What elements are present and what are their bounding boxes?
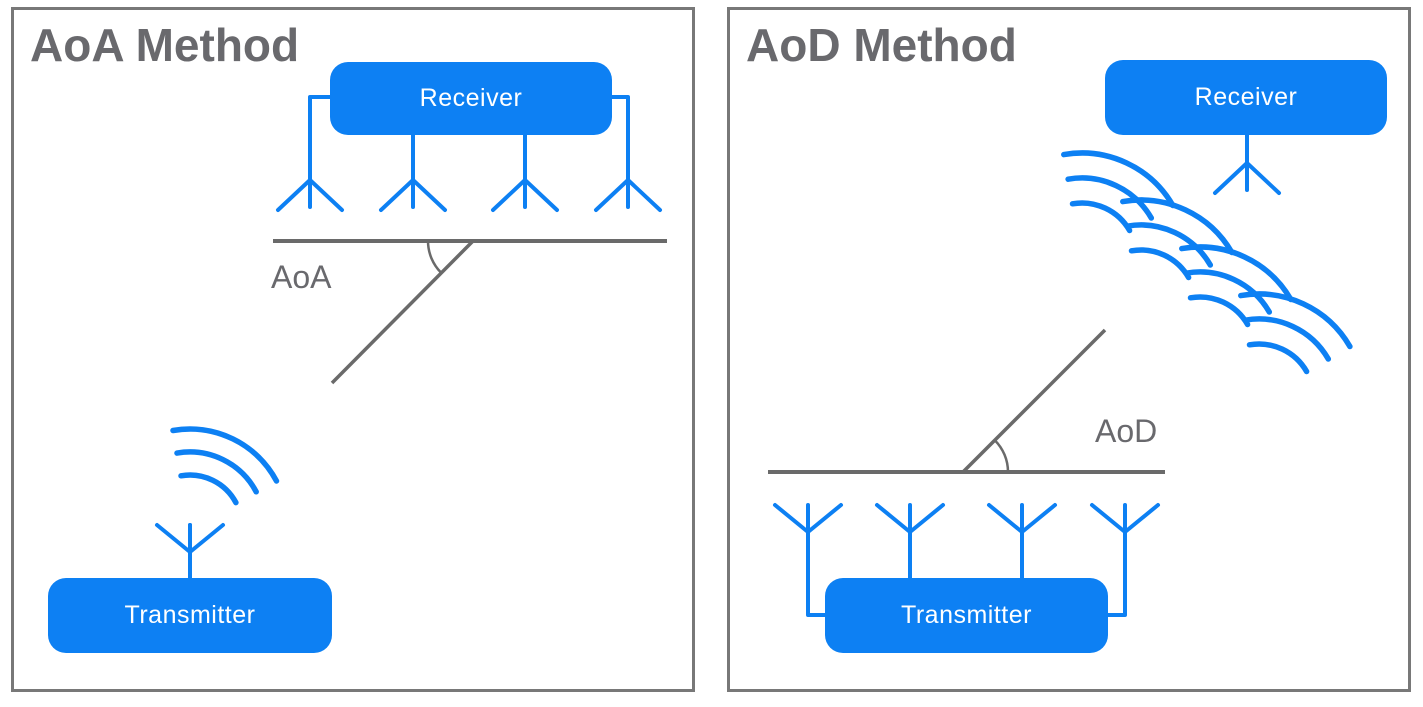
aod-receiver-antenna [1213,133,1281,195]
aoa-receiver-antenna-array [276,95,662,212]
aoa-diagram-art [11,7,695,692]
receiver-box: Receiver [330,62,612,135]
transmitter-label: Transmitter [124,601,256,629]
radio-waves-icon [1241,294,1350,371]
transmitter-box: Transmitter [825,578,1108,653]
antenna-icon [875,503,945,534]
panel-border [727,7,1411,692]
radio-waves-icon [1123,200,1232,277]
angle-arc-icon [993,439,1010,473]
radio-waves-icon [1064,153,1173,230]
antenna-icon [594,178,662,212]
aoa-transmitter-antenna [155,523,225,580]
page-title: AoA Method [30,19,300,71]
receiver-label: Receiver [419,84,523,112]
aod-angle-geometry [768,328,1165,474]
angle-arc-icon [426,240,443,274]
departing-signal-ray [961,328,1107,474]
antenna-feed-line [806,530,827,617]
antenna-feed-line [308,95,332,182]
antenna-icon [155,523,225,554]
angle-label: AoA [271,259,332,295]
angle-label: AoD [1095,413,1158,449]
radio-waves-icon [170,426,280,506]
receiver-label: Receiver [1194,83,1298,111]
antenna-icon [773,503,843,534]
antenna-feed-line [610,95,630,182]
transmitter-box: Transmitter [48,578,332,653]
aod-transmitter-antenna-array [773,503,1160,617]
aoa-panel: AoA Method Receiver Transmitter AoA [11,7,695,692]
antenna-feed-line [1106,530,1127,617]
radio-waves-icon [1182,247,1291,324]
antenna-icon [491,178,559,212]
antenna-icon [1213,161,1281,195]
transmitter-label: Transmitter [901,601,1032,629]
incoming-signal-ray [330,239,475,385]
radio-wavefronts-icon [1064,153,1350,371]
aod-panel: AoD Method Receiver Transmitter AoD [727,7,1411,692]
panel-border [11,7,695,692]
receiver-box: Receiver [1105,60,1387,135]
antenna-icon [379,178,447,212]
antenna-icon [276,178,344,212]
aoa-angle-geometry [273,239,667,385]
page-title: AoD Method [746,19,1017,71]
aod-diagram-art [727,7,1411,692]
antenna-icon [1090,503,1160,534]
antenna-icon [987,503,1057,534]
